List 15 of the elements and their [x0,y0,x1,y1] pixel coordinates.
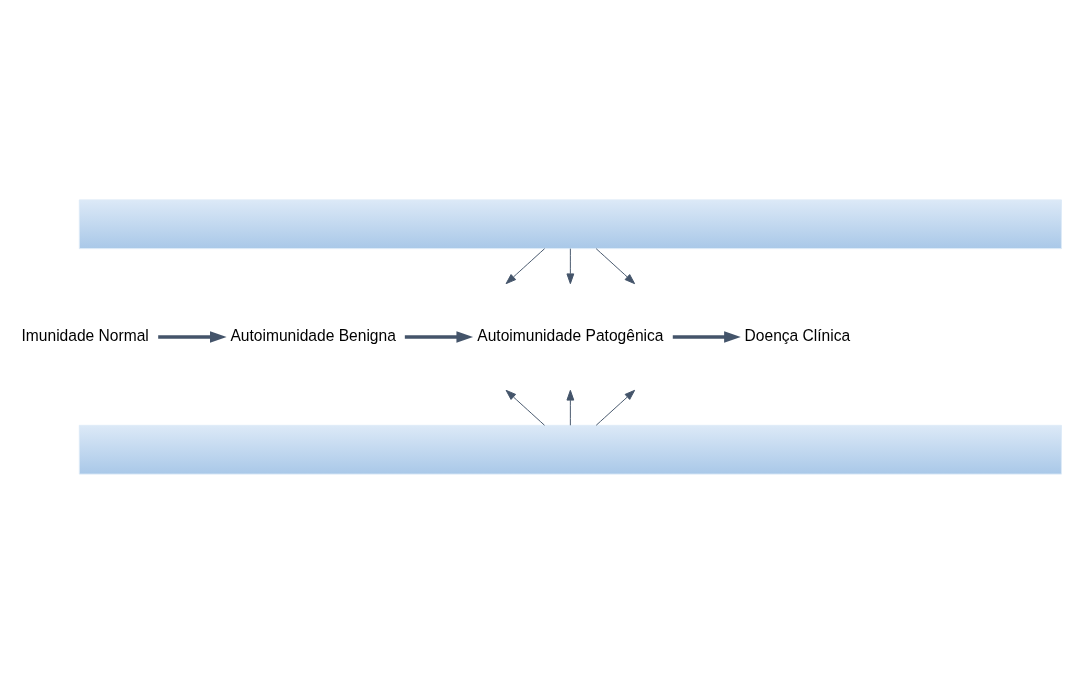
arrow [158,330,227,343]
arrow [672,330,741,343]
arrow [595,389,636,426]
arrow [505,389,545,426]
node-text: Doença Clínica [744,326,851,344]
node-box [78,198,1062,249]
arrow [566,247,575,284]
arrow [566,389,575,426]
node-text: Imunidade Normal [21,326,149,344]
node-box [78,424,1062,475]
node-text: Autoimunidade Patogênica [477,326,664,344]
arrow [505,247,546,284]
node-text: Autoimunidade Benigna [230,326,396,344]
arrow [595,247,636,284]
arrow [404,330,474,343]
